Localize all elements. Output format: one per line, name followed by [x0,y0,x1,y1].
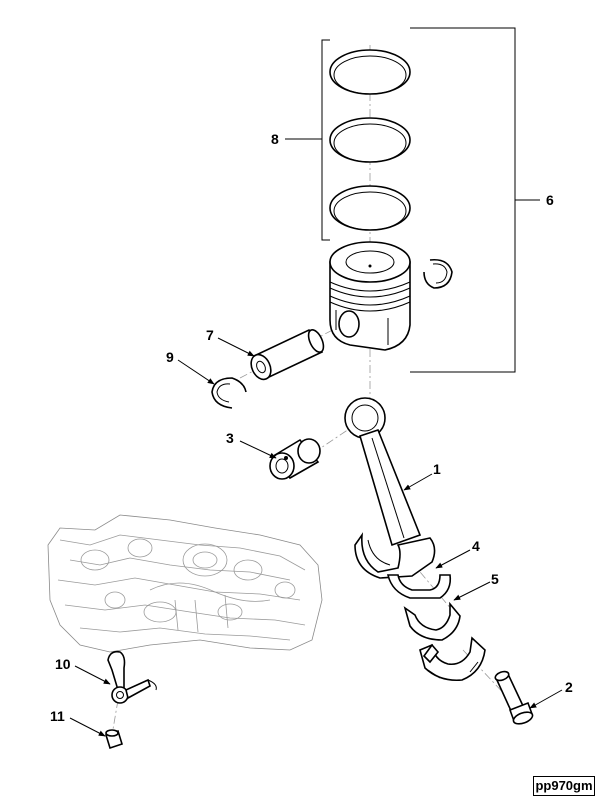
bracket-item-8 [285,39,330,241]
leader-10 [74,665,111,685]
callout-11: 11 [50,708,65,724]
retaining-ring-right [423,258,453,289]
piston-pin [250,328,325,381]
nozzle-mounting-screw [105,729,123,750]
callout-1: 1 [433,461,441,477]
callout-5: 5 [491,571,499,587]
leader-9 [177,359,215,385]
leader-7 [217,337,255,357]
leader-5 [453,581,491,601]
piston-ring-top [329,49,411,95]
retaining-ring-left [211,377,247,409]
connecting-rod-bushing [269,438,321,480]
connecting-rod-bolt [494,670,534,725]
leader-11 [69,717,106,737]
engine-block-background [47,514,323,653]
callout-4: 4 [472,538,480,554]
leader-1 [403,473,433,491]
callout-10: 10 [55,656,71,672]
callout-6: 6 [546,192,554,208]
leader-4 [435,549,471,569]
callout-9: 9 [166,349,174,365]
leader-arrows [69,337,563,737]
leader-2 [529,689,563,709]
figure-id-tag: pp970gm [533,776,595,796]
piston-ring-oil [329,185,411,231]
callout-8: 8 [271,131,279,147]
leader-3 [239,440,277,459]
callout-7: 7 [206,327,214,343]
bracket-item-6 [410,27,540,373]
piston-cooling-nozzle [107,650,157,704]
connecting-rod [344,397,436,579]
callout-2: 2 [565,679,573,695]
callout-labels: 1 2 3 4 5 6 7 8 9 10 11 [50,131,573,724]
upper-bearing-shell [386,574,452,599]
connecting-rod-cap [419,636,486,682]
piston-ring-middle [329,117,411,163]
lower-bearing-shell [403,601,461,641]
callout-3: 3 [226,430,234,446]
piston [329,241,411,351]
